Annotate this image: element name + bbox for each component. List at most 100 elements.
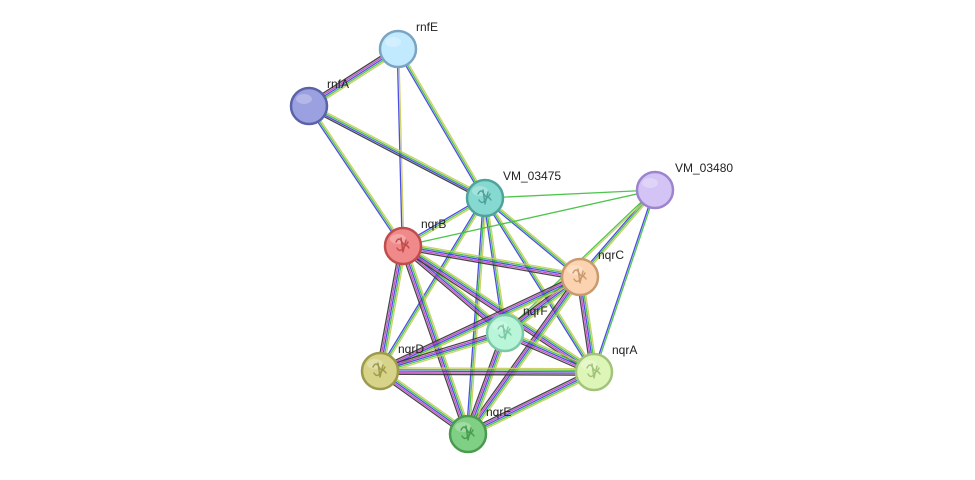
- nodes-layer: [289, 29, 675, 454]
- edge-VM_03475-nqrA[interactable]: [483, 196, 596, 374]
- edge-line-blue: [467, 371, 595, 435]
- node-nqrD[interactable]: [360, 351, 400, 391]
- edge-line-green: [484, 189, 656, 199]
- edge-line-black: [378, 329, 505, 369]
- edge-nqrB-nqrD[interactable]: [376, 245, 407, 372]
- edge-line-green: [403, 245, 471, 434]
- edge-line-blue: [396, 49, 403, 247]
- edge-line-green: [468, 372, 595, 437]
- node-VM_03475[interactable]: [465, 178, 505, 218]
- node-label-rnfE: rnfE: [416, 20, 438, 34]
- node-nqrF[interactable]: [485, 313, 525, 353]
- edge-line-olive: [309, 104, 405, 246]
- edge-line-green: [402, 189, 656, 247]
- edge-nqrA-nqrE[interactable]: [466, 368, 596, 438]
- edge-nqrC-nqrE[interactable]: [464, 274, 584, 437]
- edge-line-magenta: [467, 369, 594, 434]
- edge-rnfA-nqrB[interactable]: [307, 104, 405, 248]
- node-circle-nqrF: [485, 313, 525, 353]
- edge-VM_03475-nqrD[interactable]: [378, 196, 487, 373]
- edge-line-blue: [396, 49, 485, 200]
- edge-VM_03480-nqrA[interactable]: [592, 189, 657, 373]
- edge-line-olive: [309, 103, 487, 197]
- node-nqrC[interactable]: [560, 257, 600, 297]
- edge-line-magenta: [379, 371, 594, 375]
- protein-structure-icon: [586, 363, 601, 379]
- edge-VM_03475-nqrC[interactable]: [483, 196, 582, 279]
- edge-line-green: [380, 333, 506, 374]
- edge-VM_03480-nqrB[interactable]: [402, 189, 656, 247]
- node-label-nqrD: nqrD: [398, 342, 424, 356]
- node-label-VM_03480: VM_03480: [675, 161, 733, 175]
- node-label-nqrA: nqrA: [612, 343, 637, 357]
- node-nqrB[interactable]: [383, 226, 423, 266]
- edge-line-blue: [402, 245, 581, 278]
- edge-line-green: [397, 48, 486, 199]
- edge-line-olive: [404, 242, 597, 370]
- edge-line-black: [378, 273, 579, 369]
- node-circle-VM_03480: [635, 170, 675, 210]
- edge-line-magenta: [400, 246, 468, 435]
- edge-line-black: [376, 245, 401, 371]
- edge-line-olive: [398, 48, 405, 246]
- node-label-rnfA: rnfA: [327, 77, 349, 91]
- edge-line-black: [464, 274, 578, 433]
- edge-line-green: [308, 105, 404, 247]
- edge-line-green: [484, 197, 595, 373]
- edge-line-olive: [403, 242, 581, 275]
- node-rnfA[interactable]: [289, 86, 329, 126]
- edge-line-olive: [470, 278, 584, 437]
- node-highlight-rnfA: [296, 94, 312, 104]
- edge-line-olive: [382, 246, 407, 372]
- edge-rnfA-VM_03475[interactable]: [307, 103, 487, 201]
- edge-line-magenta: [401, 246, 505, 335]
- edge-VM_03475-VM_03480[interactable]: [484, 189, 656, 199]
- protein-structure-icon: [460, 425, 475, 441]
- edge-rnfE-VM_03475[interactable]: [396, 47, 487, 200]
- edge-line-blue: [483, 198, 580, 279]
- node-label-nqrB: nqrB: [421, 217, 446, 231]
- edge-line-olive: [380, 198, 487, 373]
- edge-line-green: [380, 246, 406, 372]
- protein-structure-icon: [572, 268, 587, 284]
- node-circle-nqrA: [574, 352, 614, 392]
- edge-rnfE-nqrB[interactable]: [396, 48, 405, 247]
- node-rnfE[interactable]: [378, 29, 418, 69]
- edge-nqrD-nqrA[interactable]: [379, 367, 595, 376]
- node-highlight-rnfE: [385, 37, 401, 47]
- protein-structure-icon: [372, 362, 387, 378]
- edge-line-olive: [469, 374, 596, 438]
- edge-line-green: [403, 244, 596, 372]
- edge-VM_03475-nqrE[interactable]: [465, 197, 488, 435]
- protein-structure-icon: [477, 189, 492, 205]
- protein-structure-icon: [497, 324, 512, 340]
- edge-line-black: [379, 373, 594, 376]
- protein-structure-icon: [395, 237, 410, 253]
- edge-nqrB-nqrE[interactable]: [399, 244, 472, 436]
- node-nqrA[interactable]: [574, 352, 614, 392]
- edge-line-green: [309, 104, 486, 198]
- edge-line-blue: [483, 198, 594, 374]
- edge-line-green: [468, 277, 582, 436]
- node-circle-VM_03475: [465, 178, 505, 218]
- edge-line-black: [466, 368, 593, 432]
- edge-line-olive: [405, 244, 472, 434]
- edge-line-green: [380, 368, 595, 372]
- node-circle-rnfA: [289, 86, 329, 126]
- edge-nqrB-nqrC[interactable]: [402, 242, 581, 281]
- edge-line-olive: [485, 196, 582, 277]
- edge-line-blue: [379, 276, 581, 372]
- edge-line-green: [484, 197, 581, 278]
- node-nqrE[interactable]: [448, 414, 488, 454]
- labels-layer: rnfErnfAVM_03475VM_03480nqrBnqrCnqrFnqrD…: [327, 20, 733, 419]
- edge-line-magenta: [466, 275, 580, 434]
- edge-line-green: [467, 197, 486, 435]
- edge-line-black: [399, 246, 466, 436]
- node-circle-nqrB: [383, 226, 423, 266]
- node-VM_03480[interactable]: [635, 170, 675, 210]
- node-label-VM_03475: VM_03475: [503, 169, 561, 183]
- edge-line-green: [379, 197, 486, 372]
- edge-line-olive: [468, 198, 488, 435]
- edge-line-magenta: [377, 245, 403, 371]
